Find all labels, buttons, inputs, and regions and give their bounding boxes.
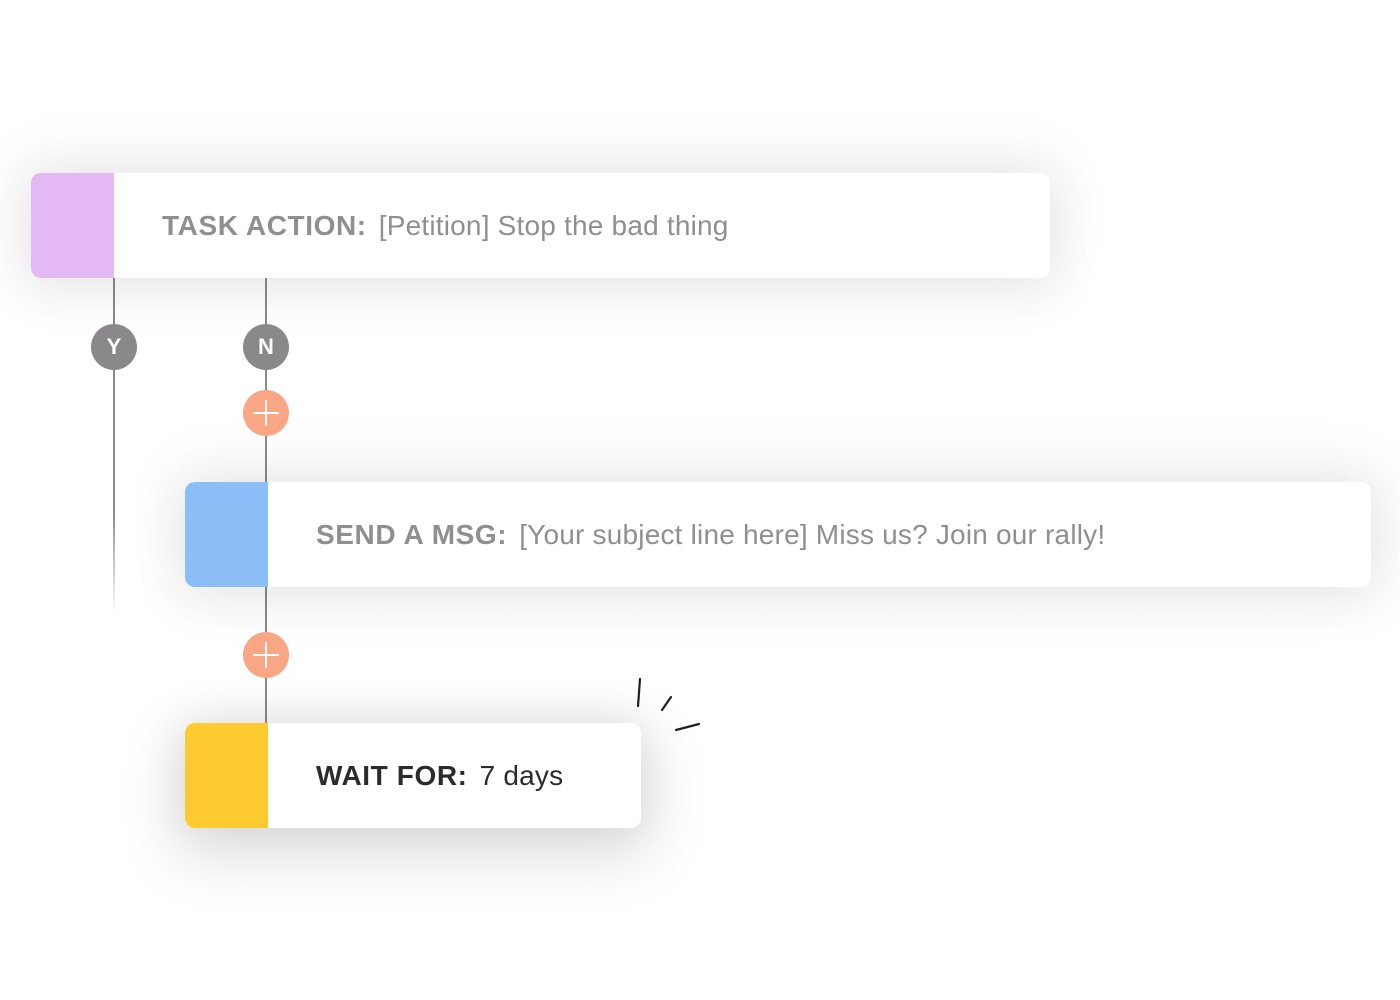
- task-action-color-swatch: [31, 173, 114, 278]
- send-message-color-swatch: [185, 482, 268, 587]
- no-branch-label: N: [258, 334, 274, 359]
- wait-for-label: WAIT FOR:: [316, 759, 468, 791]
- wait-for-value: 7 days: [479, 759, 564, 791]
- task-action-value: [Petition] Stop the bad thing: [378, 209, 729, 241]
- add-step-button[interactable]: [243, 390, 289, 436]
- no-branch-connector-top: [265, 278, 267, 483]
- yes-branch-connector: [113, 278, 115, 613]
- wait-for-body: WAIT FOR: 7 days: [268, 723, 641, 828]
- wait-for-card[interactable]: WAIT FOR: 7 days: [185, 723, 641, 828]
- task-action-body: TASK ACTION: [Petition] Stop the bad thi…: [114, 173, 1050, 278]
- add-step-button[interactable]: [243, 632, 289, 678]
- wait-for-color-swatch: [185, 723, 268, 828]
- send-message-card[interactable]: SEND A MSG: [Your subject line here] Mis…: [185, 482, 1371, 587]
- yes-branch-label: Y: [106, 334, 122, 359]
- send-message-body: SEND A MSG: [Your subject line here] Mis…: [268, 482, 1371, 587]
- send-message-label: SEND A MSG:: [316, 518, 508, 550]
- no-branch-marker[interactable]: N: [243, 324, 289, 370]
- send-message-value: [Your subject line here] Miss us? Join o…: [519, 518, 1106, 550]
- task-action-label: TASK ACTION:: [162, 209, 367, 241]
- task-action-card[interactable]: TASK ACTION: [Petition] Stop the bad thi…: [31, 173, 1050, 278]
- yes-branch-marker[interactable]: Y: [91, 324, 137, 370]
